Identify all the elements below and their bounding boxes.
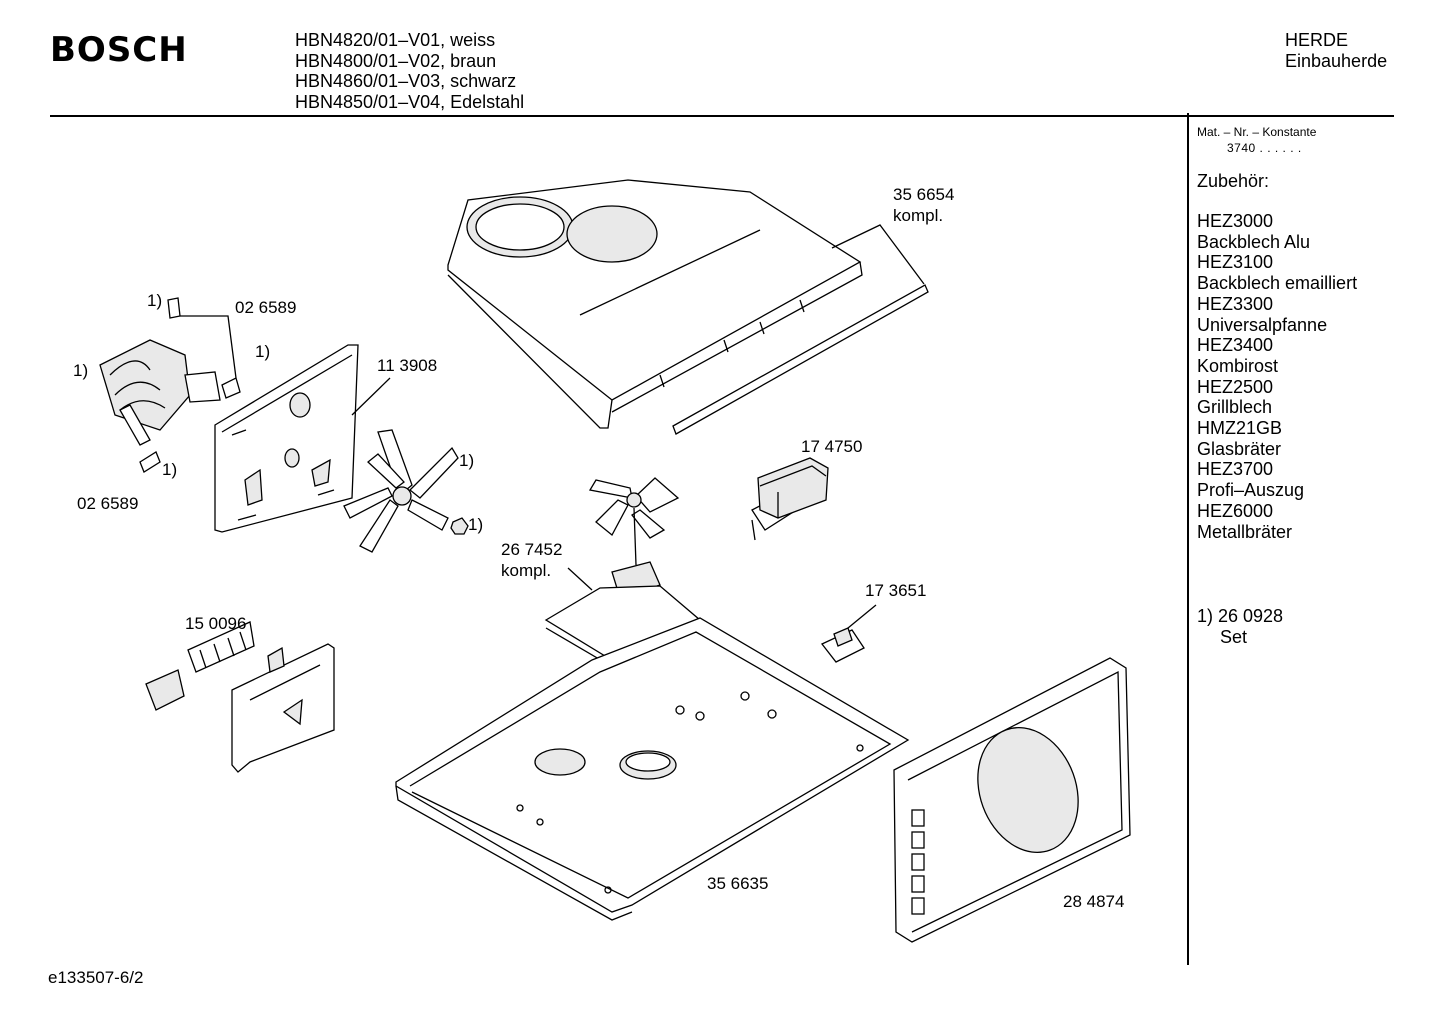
label-fan-assembly-note: kompl. [501,561,552,580]
label-back-panel: 11 3908 [377,356,438,375]
clip-mid-part [221,377,241,399]
accessory-code: HEZ3400 [1197,335,1274,356]
category-block: HERDE Einbauherde [1285,30,1387,71]
model-line: HBN4860/01–V03, schwarz [295,71,517,91]
thermostat-part [820,627,865,663]
accessory-code: HEZ3100 [1197,252,1274,273]
category-title: HERDE [1285,30,1349,50]
accessory-name: Metallbräter [1197,521,1293,542]
mat-number-value: 3740 . . . . . . [1227,141,1302,155]
accessory-code: HEZ3700 [1197,459,1274,480]
accessory-name: Backblech emailliert [1197,273,1358,294]
accessory-name: Grillblech [1197,397,1273,418]
label-clip-lower: 02 6589 [77,494,139,513]
label-clip-upper: 02 6589 [235,298,297,317]
side-panel-part [893,657,1131,943]
back-panel-part [214,344,359,533]
leader-back-panel [351,377,391,416]
switch-board-part [145,621,335,773]
label-fn-fan: 1) [459,451,475,470]
accessory-name: Backblech Alu [1197,231,1311,252]
label-fn-clip-upper: 1) [147,291,163,310]
label-fn-clip-mid: 1) [255,342,271,361]
nut-part [450,517,469,535]
label-switch-board: 15 0096 [185,614,247,633]
transformer-part [751,457,829,541]
accessory-code: HEZ3300 [1197,293,1274,314]
motor-part [99,339,221,446]
accessory-code: HMZ21GB [1197,418,1283,439]
mat-number-label: Mat. – Nr. – Konstante [1197,125,1317,139]
accessories-title: Zubehör: [1197,171,1270,191]
label-transformer: 17 4750 [801,437,863,456]
accessory-code: HEZ3000 [1197,211,1274,231]
label-side-panel: 28 4874 [1063,892,1125,911]
accessories-list: HEZ3000 Backblech Alu HEZ3100 Backblech … [1197,211,1357,542]
accessory-code: HEZ2500 [1197,376,1274,397]
accessory-name: Kombirost [1197,355,1279,376]
accessory-name: Glasbräter [1197,438,1282,459]
accessory-name: Universalpfanne [1197,314,1328,335]
label-fan-assembly: 26 7452 [501,540,563,559]
drawing-reference: e133507-6/2 [48,968,144,987]
footnote-number: 1) 26 0928 [1197,606,1284,626]
clip-lower-part [139,451,161,473]
accessory-name: Profi–Auszug [1197,480,1305,501]
top-cover-part [447,179,929,435]
leader-clip [180,315,237,379]
rear-fan-part [343,429,459,553]
label-thermostat: 17 3651 [865,581,927,600]
model-list: HBN4820/01–V01, weiss HBN4800/01–V02, br… [295,30,524,112]
clip-upper-part [167,297,181,319]
category-subtitle: Einbauherde [1285,50,1388,71]
model-line: HBN4800/01–V02, braun [295,50,497,71]
leader-fan-assembly [567,567,593,591]
label-fn-motor: 1) [73,361,89,380]
model-line: HBN4850/01–V04, Edelstahl [295,91,525,112]
model-line: HBN4820/01–V01, weiss [295,30,496,50]
label-top-cover-note: kompl. [893,206,944,225]
base-tray-part [395,617,910,921]
label-top-cover: 35 6654 [893,185,955,204]
leader-thermostat [847,604,877,629]
label-base-tray: 35 6635 [707,874,769,893]
accessory-code: HEZ6000 [1197,500,1274,521]
label-fn-clip-lower: 1) [162,460,178,479]
brand-logo: BOSCH [50,30,188,70]
leader-top-cover [831,224,925,285]
label-fn-nut: 1) [468,515,484,534]
footnote-text: Set [1220,627,1248,647]
header-divider [50,115,1394,117]
sidebar-divider [1187,113,1189,965]
